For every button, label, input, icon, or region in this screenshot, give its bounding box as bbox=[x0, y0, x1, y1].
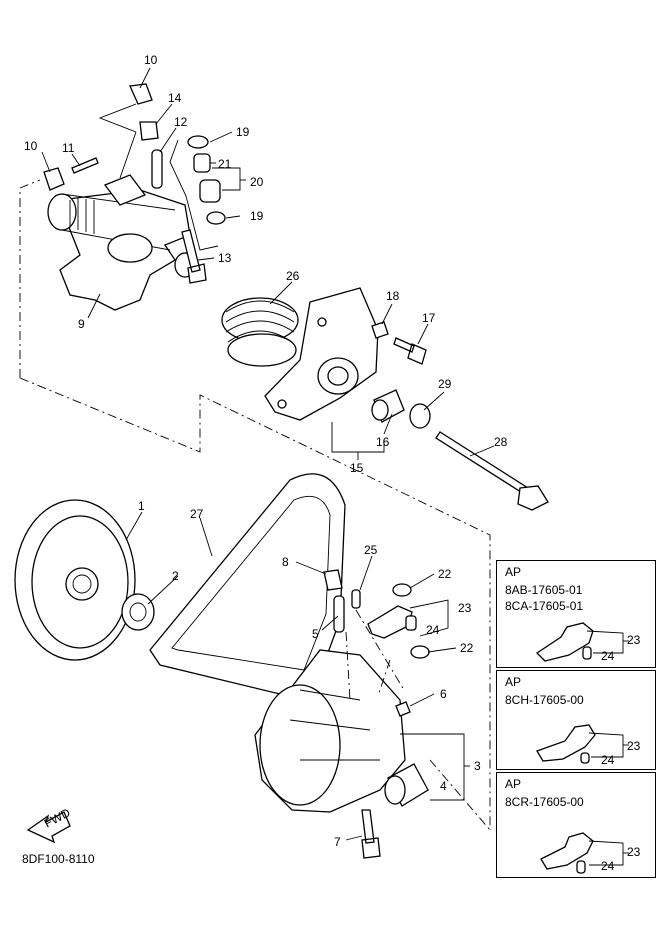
variant-ap-label: AP bbox=[505, 777, 522, 791]
washer-29-part bbox=[409, 403, 431, 429]
label-part-16: 16 bbox=[376, 435, 390, 449]
label-part-2: 2 bbox=[172, 569, 179, 583]
drawing-code: 8DF100-8110 bbox=[22, 852, 95, 866]
bushing-16-part bbox=[371, 389, 405, 423]
label-part-26: 26 bbox=[286, 269, 300, 283]
variant-code: 8CH-17605-00 bbox=[505, 693, 584, 707]
label-part-18: 18 bbox=[386, 289, 400, 303]
label-part-8: 8 bbox=[282, 555, 289, 569]
variant-box-2: AP 8CH-17605-00 23 24 bbox=[496, 670, 656, 770]
washer-22-bottom bbox=[410, 645, 430, 659]
variant-code: 8AB-17605-01 bbox=[505, 583, 583, 597]
variant-code: 8CA-17605-01 bbox=[505, 599, 584, 613]
variant-callout-23: 23 bbox=[627, 845, 641, 859]
nut-part bbox=[139, 121, 159, 141]
label-part-19-top: 19 bbox=[236, 125, 250, 139]
long-bolt-28-part bbox=[435, 431, 549, 511]
label-part-4: 4 bbox=[440, 779, 447, 793]
label-part-9: 9 bbox=[78, 317, 85, 331]
setscrew-6-part bbox=[395, 701, 411, 717]
label-part-29: 29 bbox=[438, 377, 452, 391]
label-part-25: 25 bbox=[364, 543, 378, 557]
variant-2-arm-drawing bbox=[536, 724, 629, 764]
assembly-boundary-line-lower bbox=[19, 377, 491, 830]
label-part-21: 21 bbox=[218, 157, 232, 171]
variant-ap-label: AP bbox=[505, 565, 522, 579]
variant-code: 8CR-17605-00 bbox=[505, 795, 584, 809]
nut-8-part bbox=[323, 569, 343, 591]
label-part-6: 6 bbox=[440, 687, 447, 701]
label-part-17: 17 bbox=[422, 311, 436, 325]
pin-5-part bbox=[333, 595, 345, 633]
washer-19-top bbox=[187, 135, 209, 149]
label-part-22-top: 22 bbox=[438, 567, 452, 581]
label-part-23: 23 bbox=[458, 601, 472, 615]
pin-part bbox=[71, 157, 99, 174]
moveable-sheave-part bbox=[254, 649, 406, 813]
rod-part bbox=[151, 149, 163, 189]
pin-25-part bbox=[351, 589, 361, 609]
label-part-13: 13 bbox=[218, 251, 232, 265]
label-part-7: 7 bbox=[334, 835, 341, 849]
label-part-22-bottom: 22 bbox=[460, 641, 474, 655]
label-part-3: 3 bbox=[474, 759, 481, 773]
variant-ap-label: AP bbox=[505, 675, 522, 689]
bushing-4-part bbox=[384, 763, 429, 807]
variant-box-3: AP 8CR-17605-00 23 24 bbox=[496, 772, 656, 878]
variant-callout-23: 23 bbox=[627, 739, 641, 753]
variant-box-1: AP 8AB-17605-01 8CA-17605-01 23 24 bbox=[496, 560, 656, 668]
weight-cap-left-part bbox=[43, 167, 65, 191]
label-part-5: 5 bbox=[312, 627, 319, 641]
collar-21-part bbox=[193, 153, 211, 173]
label-part-28: 28 bbox=[494, 435, 508, 449]
label-part-12: 12 bbox=[174, 115, 188, 129]
label-part-10-top: 10 bbox=[144, 53, 158, 67]
label-part-15: 15 bbox=[350, 461, 364, 475]
washer-19-bottom bbox=[206, 211, 226, 225]
forward-arrow-icon: FWD bbox=[26, 805, 73, 844]
spring-part bbox=[221, 297, 299, 367]
roller-24-part bbox=[405, 615, 417, 631]
bolt-13-part bbox=[181, 229, 207, 284]
label-part-19-bottom: 19 bbox=[250, 209, 264, 223]
label-part-10-left: 10 bbox=[24, 139, 38, 153]
variant-callout-24: 24 bbox=[601, 859, 615, 873]
bushing-2-part bbox=[121, 593, 155, 631]
washer-22-top bbox=[392, 583, 412, 597]
variant-1-arm-drawing bbox=[535, 622, 629, 662]
variant-callout-24: 24 bbox=[601, 649, 615, 663]
label-part-20: 20 bbox=[250, 175, 264, 189]
assembly-boundary-line bbox=[19, 179, 41, 378]
variant-callout-23: 23 bbox=[627, 633, 641, 647]
label-part-24: 24 bbox=[426, 623, 440, 637]
weight-cap-part bbox=[129, 83, 153, 105]
cover-part bbox=[264, 287, 379, 421]
fixed-sheave-part bbox=[14, 499, 136, 661]
variant-callout-24: 24 bbox=[601, 753, 615, 767]
primary-spider-part bbox=[47, 174, 196, 311]
nut-18-part bbox=[371, 321, 389, 339]
label-part-11: 11 bbox=[62, 141, 75, 155]
bolt-7-part bbox=[361, 809, 381, 859]
label-part-27: 27 bbox=[190, 507, 204, 521]
bolt-17-part bbox=[393, 337, 427, 365]
collar-20-part bbox=[199, 179, 221, 203]
label-part-1: 1 bbox=[138, 499, 145, 513]
variant-3-arm-drawing bbox=[540, 832, 629, 874]
label-part-14: 14 bbox=[168, 91, 182, 105]
